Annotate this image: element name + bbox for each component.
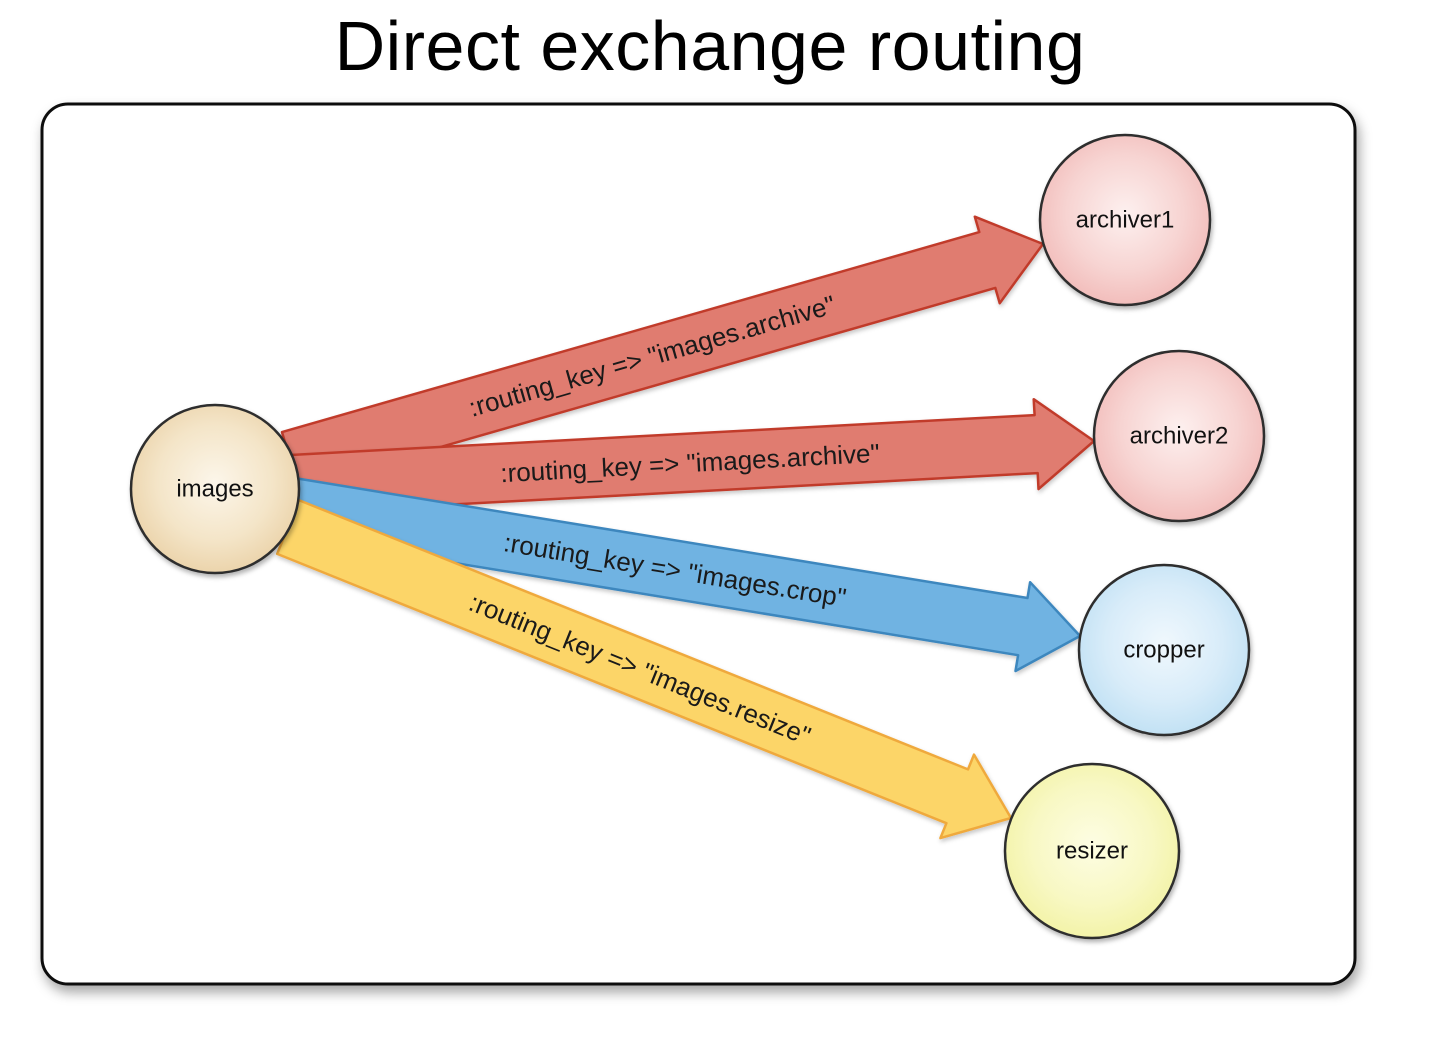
node-circle-archiver1	[1038, 133, 1212, 307]
edge-arrow-to-resizer	[275, 498, 1013, 840]
node-label-cropper: cropper	[1123, 637, 1204, 664]
node-circle-images	[129, 403, 301, 575]
node-label-images: images	[176, 476, 253, 503]
node-label-archiver2: archiver2	[1130, 423, 1229, 450]
node-circle-resizer	[1003, 762, 1181, 940]
page-title: Direct exchange routing	[335, 7, 1086, 85]
node-label-resizer: resizer	[1056, 838, 1128, 865]
node-circle-archiver2	[1092, 349, 1266, 523]
node-circle-cropper	[1077, 563, 1251, 737]
node-label-archiver1: archiver1	[1076, 207, 1175, 234]
